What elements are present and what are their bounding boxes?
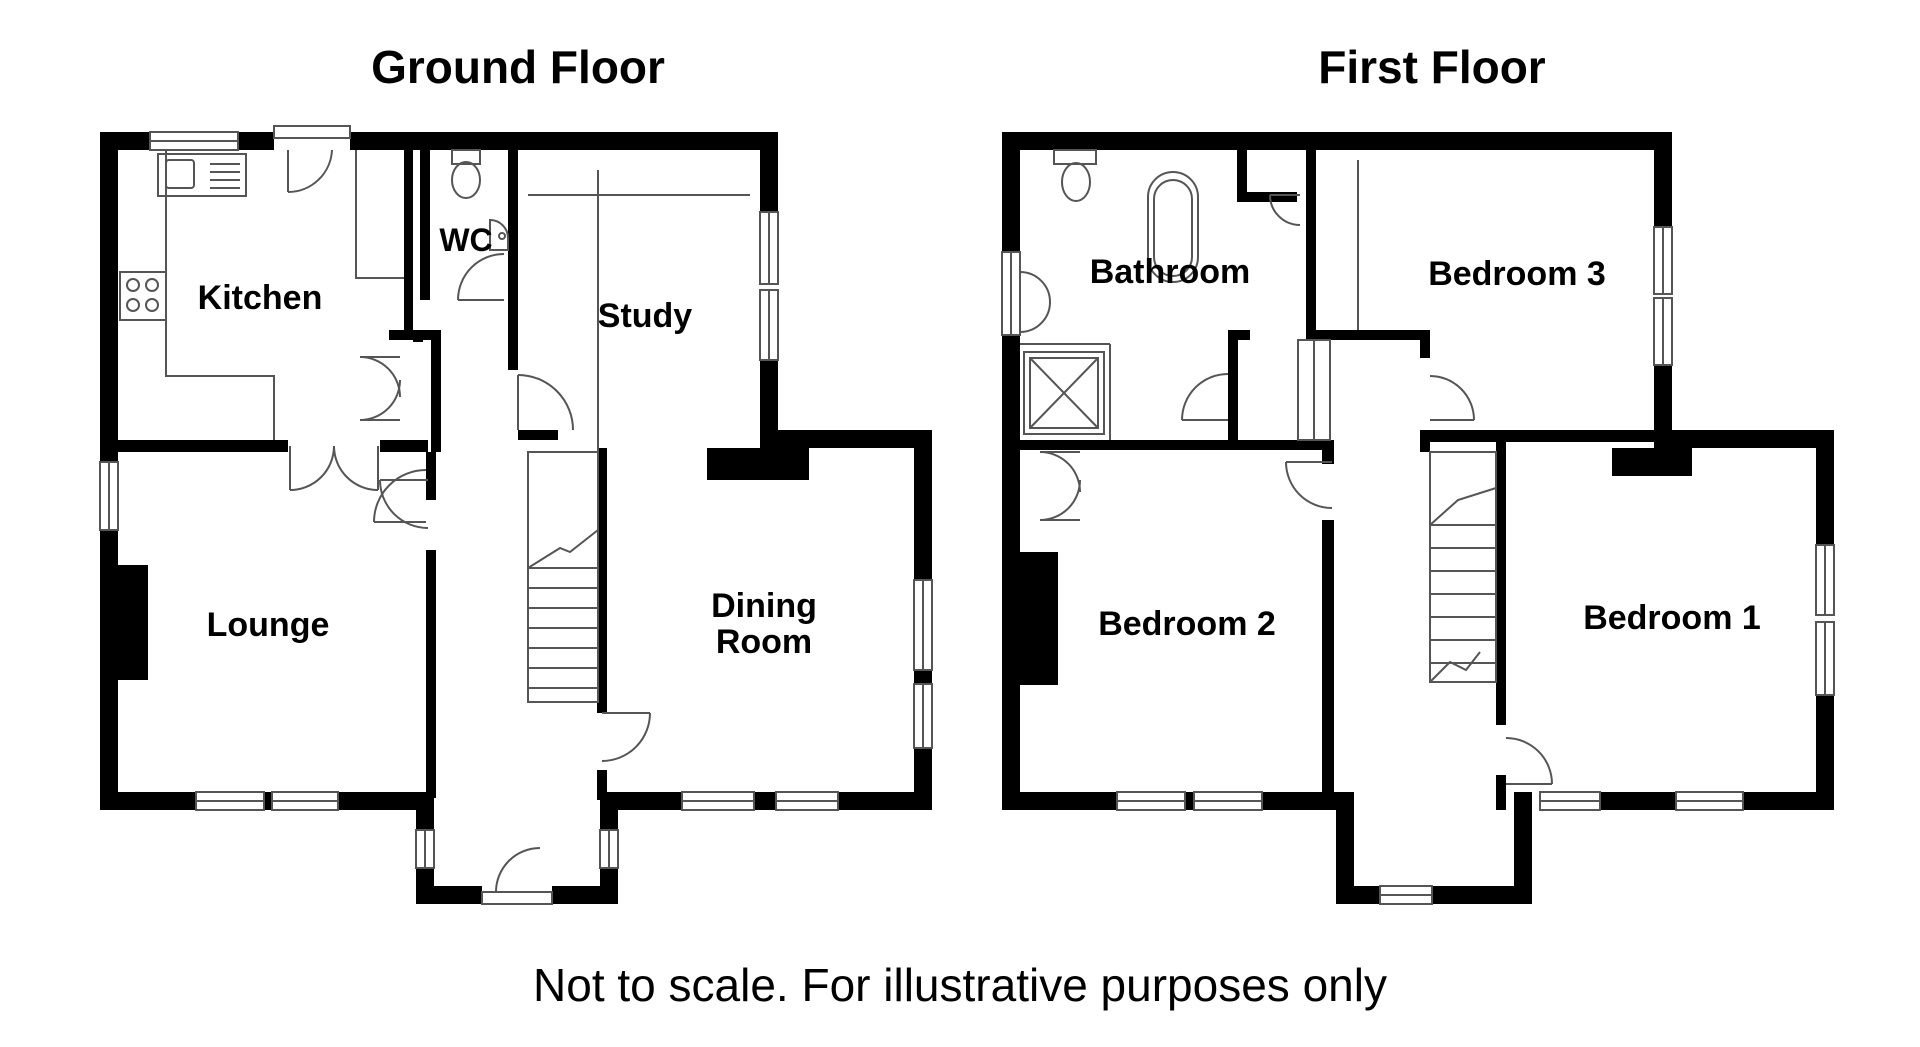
ground-floor-stairs <box>527 170 750 703</box>
first-floor-walls <box>1002 132 1834 904</box>
ground-floor-windows <box>99 125 933 905</box>
first-floor-doors <box>1039 160 1553 785</box>
first-floor-fixtures <box>1019 149 1199 440</box>
ground-floor-doors <box>287 149 651 893</box>
room-label-study: Study <box>597 297 693 335</box>
ground-floor-title: Ground Floor <box>371 41 665 93</box>
room-label-bedroom-3: Bedroom 3 <box>1428 255 1606 293</box>
first-floor-windows <box>1001 226 1835 905</box>
room-label-bathroom: Bathroom <box>1089 253 1251 291</box>
ground-floor-walls <box>100 132 932 904</box>
ground-floor-fixtures <box>119 149 509 440</box>
first-floor-stairs <box>1297 339 1497 683</box>
room-label-bedroom-1: Bedroom 1 <box>1583 599 1761 637</box>
room-label-kitchen: Kitchen <box>197 279 323 317</box>
room-label-bedroom-2: Bedroom 2 <box>1098 605 1276 643</box>
room-label-wc: WC <box>439 222 493 258</box>
scale-disclaimer: Not to scale. For illustrative purposes … <box>533 959 1387 1011</box>
first-floor-title: First Floor <box>1318 41 1546 93</box>
room-label-lounge: Lounge <box>206 606 330 644</box>
room-label-dining-room: Dining Room <box>711 587 817 661</box>
